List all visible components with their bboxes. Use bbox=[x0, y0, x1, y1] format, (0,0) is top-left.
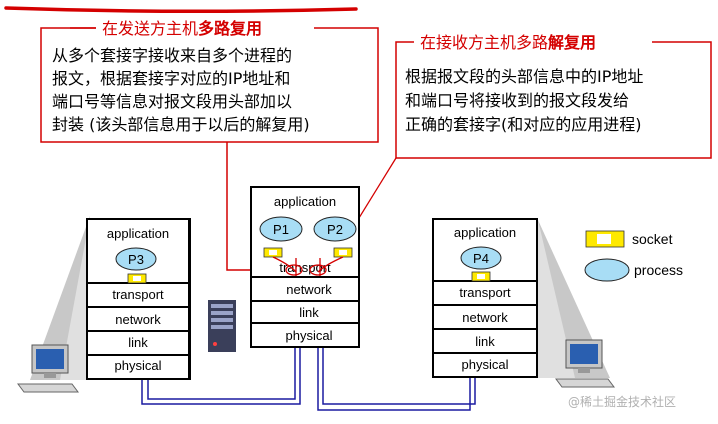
red-brush-stroke bbox=[4, 6, 358, 14]
left-network-box bbox=[88, 308, 188, 330]
mux-arrows bbox=[272, 256, 344, 276]
svg-text:network: network bbox=[115, 312, 161, 327]
right-host: application P4 transport network link ph… bbox=[432, 218, 610, 378]
legend-process-label: process bbox=[634, 262, 683, 278]
left-computer-icon bbox=[17, 344, 79, 393]
process-p2 bbox=[313, 216, 357, 242]
left-callout-line-2: 报文，根据套接字对应的IP地址和 bbox=[52, 69, 290, 88]
middle-physical-box bbox=[252, 324, 358, 346]
middle-network-box bbox=[252, 278, 358, 300]
svg-text:application: application bbox=[274, 194, 336, 209]
left-callout-line-3: 端口号等信息对报文段用头部加以 bbox=[52, 92, 292, 111]
left-physical-box bbox=[88, 356, 188, 378]
right-physical-box bbox=[434, 354, 536, 376]
left-app-label: application bbox=[107, 226, 169, 241]
right-callout-line-3: 正确的套接字(和对应的应用进程) bbox=[405, 115, 642, 134]
right-link-box bbox=[434, 330, 536, 352]
left-callout-title: 在发送方主机多路复用 bbox=[102, 19, 262, 38]
svg-text:transport: transport bbox=[112, 287, 164, 302]
svg-text:physical: physical bbox=[115, 358, 162, 373]
right-transport-box bbox=[434, 282, 536, 304]
left-callout-line-4: 封装 (该头部信息用于以后的解复用) bbox=[52, 115, 310, 134]
server-icon bbox=[208, 300, 236, 352]
left-callout-line-1: 从多个套接字接收来自多个进程的 bbox=[52, 46, 292, 65]
left-callout-box bbox=[40, 27, 379, 143]
right-callout-box bbox=[395, 41, 712, 159]
svg-text:P2: P2 bbox=[327, 222, 343, 237]
svg-text:transport: transport bbox=[459, 285, 511, 300]
network-links bbox=[141, 348, 476, 411]
right-callout-title: 在接收方主机多路解复用 bbox=[420, 33, 596, 52]
process-p3 bbox=[115, 247, 157, 271]
process-p4 bbox=[460, 246, 502, 270]
legend-process-icon bbox=[584, 258, 630, 282]
right-callout-line-1: 根据报文段的头部信息中的IP地址 bbox=[405, 67, 643, 86]
svg-text:physical: physical bbox=[462, 357, 509, 372]
svg-text:link: link bbox=[299, 305, 319, 320]
left-link-box bbox=[88, 332, 188, 354]
right-callout-title-bg bbox=[414, 32, 652, 52]
svg-text:physical: physical bbox=[286, 328, 333, 343]
svg-text:link: link bbox=[475, 334, 495, 349]
right-callout-line-2: 和端口号将接收到的报文段发给 bbox=[405, 91, 629, 110]
right-network-box bbox=[434, 306, 536, 328]
svg-text:P3: P3 bbox=[128, 252, 144, 267]
svg-text:network: network bbox=[462, 310, 508, 325]
process-p1 bbox=[259, 216, 303, 242]
svg-text:application: application bbox=[454, 225, 516, 240]
legend: socket process bbox=[584, 230, 683, 282]
middle-link-box bbox=[252, 302, 358, 322]
left-transport-box bbox=[88, 284, 188, 306]
middle-host: application P1 P2 transport network link… bbox=[250, 186, 360, 348]
watermark: @稀土掘金技术社区 bbox=[568, 394, 676, 409]
left-callout-title-bg bbox=[96, 18, 314, 38]
right-computer-icon bbox=[555, 339, 615, 388]
left-host: application P3 transport network link ph… bbox=[30, 216, 191, 380]
legend-socket-label: socket bbox=[632, 231, 673, 247]
svg-text:P4: P4 bbox=[473, 251, 489, 266]
svg-text:P1: P1 bbox=[273, 222, 289, 237]
svg-text:network: network bbox=[286, 282, 332, 297]
svg-text:link: link bbox=[128, 335, 148, 350]
